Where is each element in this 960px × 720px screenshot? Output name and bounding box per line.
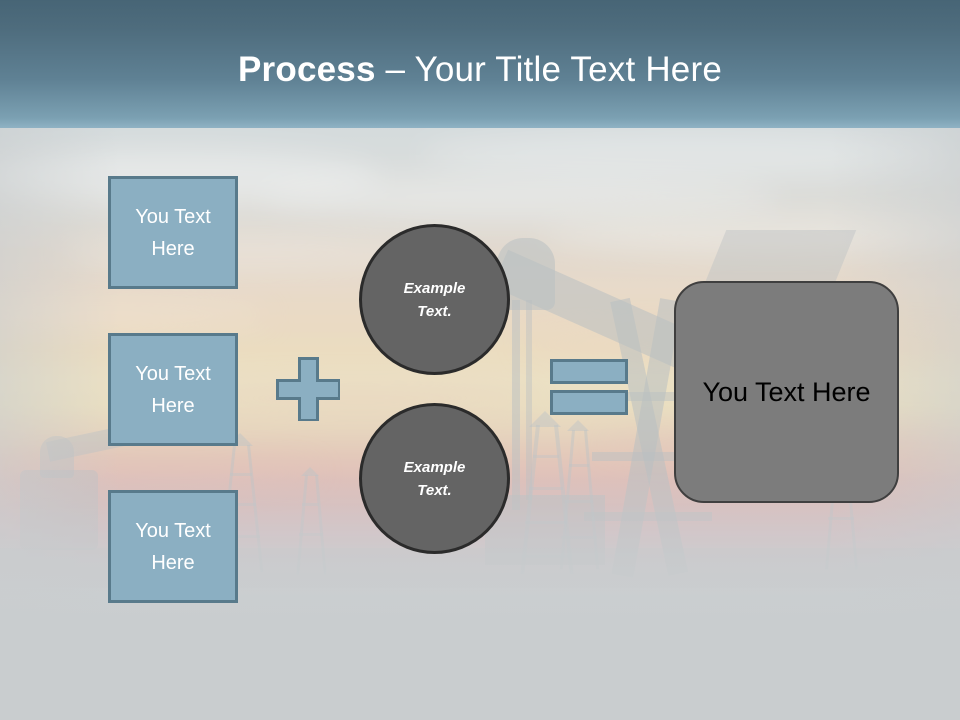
example-circle-2[interactable]: Example Text. bbox=[359, 403, 510, 554]
cloud-streak-icon bbox=[260, 175, 780, 219]
example-circle-1-line1: Example bbox=[403, 279, 466, 297]
step-box-3-label: You Text Here bbox=[135, 519, 211, 574]
title-band bbox=[0, 0, 960, 128]
step-box-2[interactable]: You Text Here bbox=[108, 333, 238, 446]
step-box-1[interactable]: You Text Here bbox=[108, 176, 238, 289]
result-box[interactable]: You Text Here bbox=[674, 281, 899, 503]
example-circle-1-line2: Text. bbox=[417, 302, 452, 320]
example-circle-1[interactable]: Example Text. bbox=[359, 224, 510, 375]
plus-icon[interactable] bbox=[276, 357, 340, 421]
result-box-label: You Text Here bbox=[702, 376, 871, 407]
example-circle-2-line1: Example bbox=[403, 458, 466, 476]
equals-icon[interactable] bbox=[550, 359, 628, 415]
step-box-2-label: You Text Here bbox=[135, 362, 211, 417]
step-box-1-label: You Text Here bbox=[135, 205, 211, 260]
title-bold-part: Process bbox=[238, 50, 376, 89]
example-circle-2-line2: Text. bbox=[417, 481, 452, 499]
page-title: Process – Your Title Text Here bbox=[0, 50, 960, 90]
cloud-streak-icon bbox=[180, 385, 540, 411]
title-rest-part: – Your Title Text Here bbox=[375, 50, 722, 89]
step-box-3[interactable]: You Text Here bbox=[108, 490, 238, 603]
